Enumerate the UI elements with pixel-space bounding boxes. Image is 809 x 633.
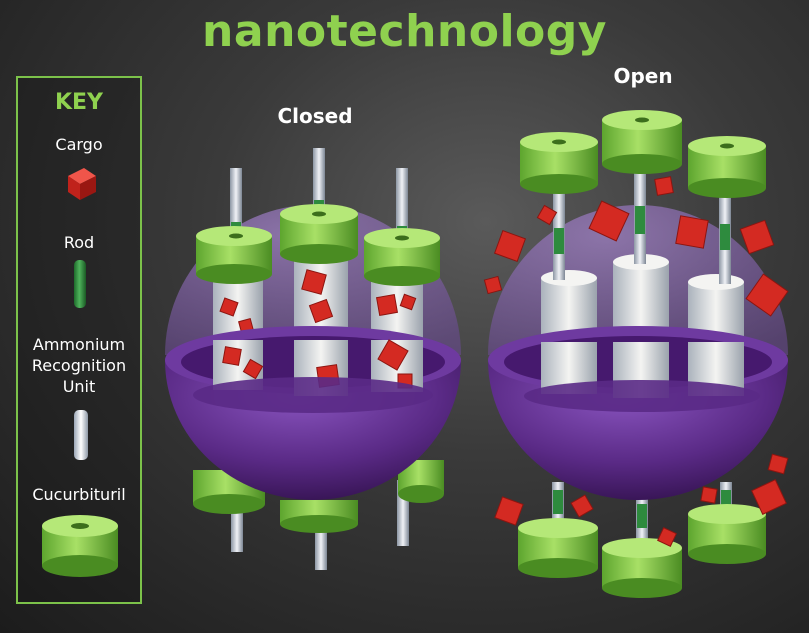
rod-icon: [74, 260, 86, 308]
open-label: Open: [613, 64, 673, 88]
key-label-ammonium: Ammonium Recognition Unit: [31, 335, 127, 396]
open-caps: [520, 110, 766, 198]
closed-label: Closed: [277, 104, 353, 128]
key-heading: KEY: [54, 90, 103, 115]
key-label-rod: Rod: [63, 233, 95, 252]
open-bottom-parts: [518, 482, 766, 598]
key-label-cargo: Cargo: [55, 135, 103, 154]
open-nanovalve: [483, 110, 789, 598]
key-legend: KEY Cargo Rod Ammonium Recognition Unit …: [16, 76, 142, 604]
key-label-cucurbituril: Cucurbituril: [32, 485, 126, 504]
open-released-cargo: [483, 176, 789, 547]
closed-nanovalve: [165, 148, 461, 570]
ammonium-unit-icon: [74, 410, 88, 460]
page-title: nanotechnology: [202, 6, 607, 57]
cargo-cube-icon: [68, 168, 96, 200]
closed-caps: [196, 204, 440, 286]
cucurbituril-ring-icon: [42, 515, 118, 577]
open-top-rods: [553, 170, 731, 284]
